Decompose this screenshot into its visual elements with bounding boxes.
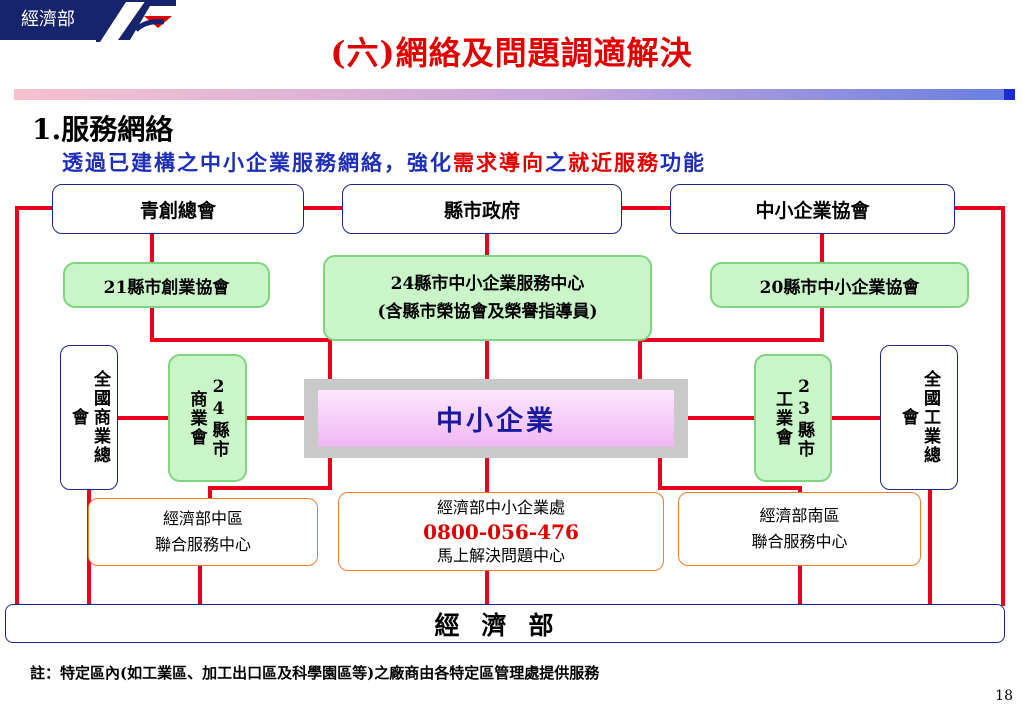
sme-core-box: 中小企業 — [304, 379, 688, 458]
section-subtitle: 透過已建構之中小企業服務網絡，強化需求導向之就近服務功能 — [62, 147, 706, 177]
page-title: (六)網絡及問題調適解決 — [330, 34, 693, 72]
county-industry-association-label: 23縣市工業會 — [772, 377, 814, 459]
county-startup-association-box: 21縣市創業協會 — [63, 262, 270, 308]
national-industry-federation-label: 全國工業總會 — [898, 370, 940, 465]
county-commerce-association-box: 24縣市商業會 — [168, 354, 247, 482]
subtitle-highlight-1: 需求導向 — [453, 150, 545, 175]
sme-core-label: 中小企業 — [318, 390, 674, 447]
service-center-line2: (含縣市榮協會及榮譽指導員) — [377, 302, 598, 322]
title-divider — [14, 89, 1004, 100]
ministry-logo-icon — [96, 0, 176, 42]
county-commerce-association-label: 24縣市商業會 — [186, 377, 229, 459]
subtitle-text-2: 之 — [545, 150, 568, 175]
ministry-of-economic-affairs-box: 經濟部 — [5, 604, 1005, 643]
county-government-box: 縣市政府 — [342, 184, 622, 234]
footnote: 註：特定區內(如工業區、加工出口區及科學園區等)之廠商由各特定區管理處提供服務 — [30, 664, 600, 682]
central-service-center-line2: 聯合服務中心 — [154, 535, 251, 554]
county-sme-association-box: 20縣市中小企業協會 — [710, 262, 969, 308]
sme-administration-box: 經濟部中小企業處 0800-056-476 馬上解決問題中心 — [338, 492, 664, 571]
sme-hotline-number[interactable]: 0800-056-476 — [423, 519, 579, 544]
title-divider-end — [1004, 89, 1015, 100]
county-sme-service-center-box: 24縣市中小企業服務中心 (含縣市榮協會及榮譽指導員) — [323, 255, 652, 341]
subtitle-text-1: 透過已建構之中小企業服務網絡，強化 — [62, 150, 453, 175]
southern-service-center-line1: 經濟部南區 — [759, 506, 840, 525]
sme-association-box: 中小企業協會 — [670, 184, 955, 234]
county-industry-association-box: 23縣市工業會 — [754, 354, 832, 482]
page-number: 18 — [995, 688, 1013, 704]
central-service-center-box: 經濟部中區 聯合服務中心 — [88, 498, 318, 566]
national-commerce-federation-label: 全國商業總會 — [68, 370, 110, 465]
national-industry-federation-box: 全國工業總會 — [880, 345, 958, 490]
southern-service-center-line2: 聯合服務中心 — [751, 532, 848, 551]
subtitle-highlight-2: 就近服務 — [568, 150, 660, 175]
sme-problem-solving-center: 馬上解決問題中心 — [436, 545, 565, 565]
central-service-center-line1: 經濟部中區 — [162, 509, 243, 528]
logo-text: 經濟部 — [0, 0, 96, 40]
subtitle-text-3: 功能 — [660, 150, 706, 175]
service-center-line1: 24縣市中小企業服務中心 — [390, 274, 585, 294]
national-commerce-federation-box: 全國商業總會 — [60, 345, 118, 490]
youth-entrepreneurs-association-box: 青創總會 — [52, 184, 304, 234]
section-heading: 1.服務網絡 — [32, 113, 174, 146]
sme-administration-title: 經濟部中小企業處 — [436, 497, 565, 517]
southern-service-center-box: 經濟部南區 聯合服務中心 — [678, 492, 921, 566]
